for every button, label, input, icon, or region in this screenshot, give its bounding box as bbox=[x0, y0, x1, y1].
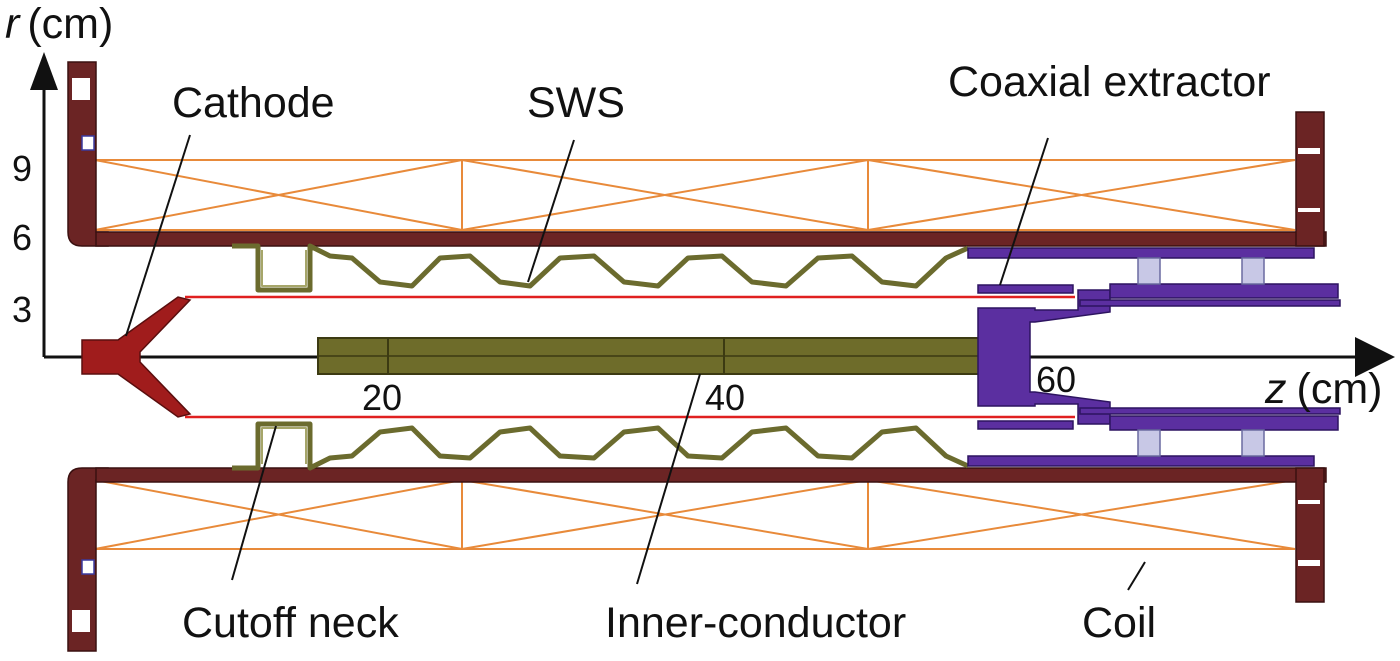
r-tick-6: 6 bbox=[12, 217, 32, 258]
outer-wall bbox=[67, 61, 1327, 652]
sws-leader bbox=[527, 139, 575, 283]
cutoff-neck-leader bbox=[231, 425, 277, 581]
coaxial-extractor bbox=[967, 247, 1341, 467]
cathode-leader bbox=[125, 134, 191, 337]
z-tick-40: 40 bbox=[705, 377, 745, 418]
z-axis-label: z(cm) bbox=[1264, 365, 1382, 413]
coil-top bbox=[94, 159, 1296, 231]
r-tick-3: 3 bbox=[12, 289, 32, 330]
cathode bbox=[81, 296, 192, 418]
sws-bottom bbox=[232, 421, 970, 471]
sws-top bbox=[232, 243, 970, 293]
r-tick-9: 9 bbox=[12, 148, 32, 189]
inner-conductor bbox=[317, 337, 981, 375]
z-axis-arrowhead bbox=[1355, 337, 1395, 377]
z-tick-20: 20 bbox=[362, 377, 402, 418]
coil-label: Coil bbox=[1082, 599, 1156, 647]
r-axis-arrowhead bbox=[30, 52, 58, 90]
z-tick-60: 60 bbox=[1036, 359, 1076, 400]
cathode-label: Cathode bbox=[172, 79, 335, 127]
coil-bottom bbox=[94, 479, 1296, 550]
coil-leader bbox=[1127, 561, 1146, 591]
coaxial-extractor-label: Coaxial extractor bbox=[948, 58, 1271, 106]
leader-lines bbox=[125, 134, 1146, 591]
electron-beam bbox=[185, 295, 1075, 419]
coaxial-extractor-leader bbox=[999, 137, 1049, 286]
inner-conductor-label: Inner-conductor bbox=[605, 599, 906, 647]
inner-conductor-leader bbox=[636, 373, 701, 585]
r-axis-label: r(cm) bbox=[5, 0, 113, 48]
cutoff-neck-label: Cutoff neck bbox=[182, 599, 399, 647]
sws-label: SWS bbox=[527, 79, 625, 127]
